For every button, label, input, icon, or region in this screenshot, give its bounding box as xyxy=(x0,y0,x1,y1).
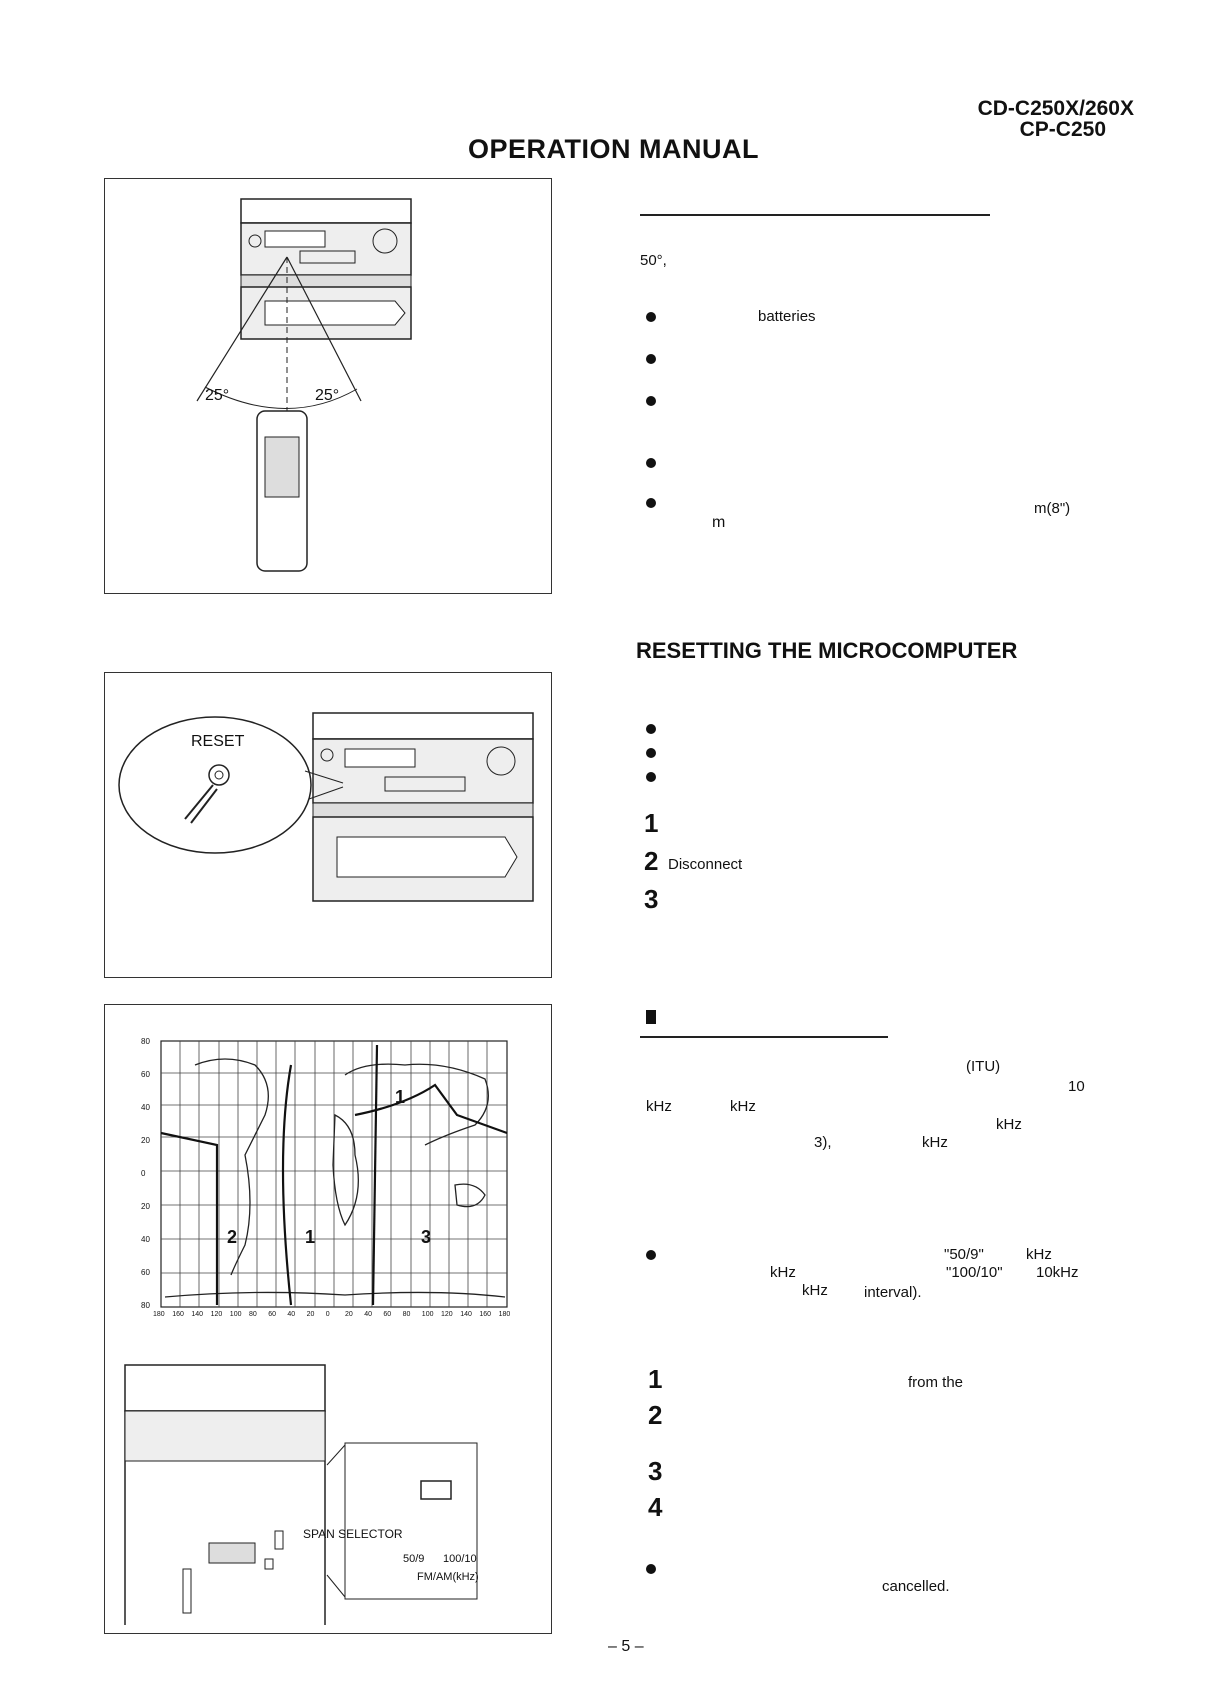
reset-step-number: 3 xyxy=(644,884,659,914)
map-latitude-label: 40 xyxy=(141,1103,150,1112)
cancelled-text: cancelled. xyxy=(882,1578,950,1595)
page-title: OPERATION MANUAL xyxy=(468,134,759,164)
map-longitude-label: 160 xyxy=(172,1311,184,1318)
khz-text: kHz xyxy=(996,1116,1022,1133)
bullet xyxy=(646,458,656,468)
span-selector-unit: FM/AM(kHz) xyxy=(417,1571,479,1583)
map-longitude-label: 40 xyxy=(287,1311,296,1318)
khz-text: kHz xyxy=(922,1134,948,1151)
model-number-secondary: CP-C250 xyxy=(1019,118,1106,141)
map-longitude-label: 40 xyxy=(364,1311,372,1318)
reset-step-number: 1 xyxy=(644,808,659,838)
bullet xyxy=(646,396,656,406)
from-the-text: from the xyxy=(908,1374,964,1391)
map-latitude-label: 20 xyxy=(141,1202,150,1211)
reset-illustration xyxy=(118,712,534,902)
map-longitude-label: 160 xyxy=(479,1311,492,1318)
map-longitude-label: 140 xyxy=(460,1311,472,1318)
map-latitude-label: 60 xyxy=(141,1070,150,1079)
map-longitude-label: 20 xyxy=(306,1311,315,1318)
disconnect-text: Disconnect xyxy=(668,856,743,873)
rear-panel-illustration xyxy=(124,1364,478,1625)
map-zone-label: 2 xyxy=(227,1227,238,1247)
span-100-10-text: "100/10" xyxy=(946,1264,1003,1281)
span-step-number: 2 xyxy=(648,1400,663,1430)
map-latitude-label: 80 xyxy=(141,1301,150,1310)
angle-left-label: 25° xyxy=(205,387,230,404)
section-rule-remote xyxy=(640,214,990,216)
model-number-primary: CD-C250X/260X xyxy=(977,97,1134,120)
khz-text: kHz xyxy=(730,1098,756,1115)
khz-text: kHz xyxy=(770,1264,796,1281)
bullet xyxy=(646,354,656,364)
map-longitude-label: 100 xyxy=(421,1311,434,1318)
map-longitude-label: 100 xyxy=(229,1311,242,1318)
khz-text: kHz xyxy=(1026,1246,1052,1263)
distance-text: m(8") xyxy=(1034,500,1071,517)
bullet xyxy=(646,498,656,508)
map-zone-label: 1 xyxy=(305,1227,316,1247)
map-latitude-label: 20 xyxy=(141,1136,150,1145)
map-longitude-label: 120 xyxy=(441,1311,453,1318)
itu-text: (ITU) xyxy=(966,1058,1001,1075)
angle-text: 50°, xyxy=(640,252,667,269)
map-longitude-label: 60 xyxy=(383,1311,392,1318)
map-latitude-label: 40 xyxy=(141,1235,150,1244)
unit-m-text: m xyxy=(712,514,726,531)
bullet xyxy=(646,312,656,322)
span-50-9-text: "50/9" xyxy=(944,1246,984,1263)
bullet xyxy=(646,724,656,734)
remote-angle-figure: 25° 25° xyxy=(104,178,552,594)
remote-angle-illustration xyxy=(196,198,412,572)
khz-10-text: 10kHz xyxy=(1036,1264,1079,1281)
span-step-number: 3 xyxy=(648,1456,663,1486)
reset-figure: RESET xyxy=(104,672,552,978)
map-longitude-label: 20 xyxy=(345,1311,353,1318)
map-longitude-label: 80 xyxy=(249,1311,257,1318)
bullet xyxy=(646,772,656,782)
section-marker-square xyxy=(646,1010,656,1024)
span-position-50-9: 50/9 xyxy=(403,1553,425,1565)
map-longitude-label: 180 xyxy=(153,1311,165,1318)
map-latitude-label: 60 xyxy=(141,1268,150,1277)
map-longitude-label: 140 xyxy=(191,1311,204,1318)
region-3-text: 3), xyxy=(814,1134,832,1151)
map-latitude-label: 80 xyxy=(141,1037,150,1046)
span-step-number: 1 xyxy=(648,1364,663,1394)
reset-step-number: 2 xyxy=(644,846,659,876)
map-zone-label: 3 xyxy=(421,1227,432,1247)
reset-heading: RESETTING THE MICROCOMPUTER xyxy=(636,638,1018,663)
khz-text: kHz xyxy=(802,1282,828,1299)
span-selector-label: SPAN SELECTOR xyxy=(303,1527,403,1541)
span-step-number: 4 xyxy=(648,1492,663,1522)
khz-text: kHz xyxy=(646,1098,672,1115)
span-position-100-10: 100/10 xyxy=(443,1553,477,1565)
map-longitude-label: 80 xyxy=(402,1311,411,1318)
angle-right-label: 25° xyxy=(315,387,340,404)
map-latitude-label: 0 xyxy=(141,1169,146,1178)
span-figure: 1 2 1 3 80 60 40 20 0 20 40 60 80 180 160 140 120 10… xyxy=(104,1004,552,1634)
bullet xyxy=(646,1250,656,1260)
map-longitude-label: 180 xyxy=(498,1311,511,1318)
map-longitude-label: 0 xyxy=(325,1311,330,1318)
map-longitude-label: 60 xyxy=(268,1311,276,1318)
interval-text: interval). xyxy=(864,1284,922,1301)
map-zone-label: 1 xyxy=(395,1087,406,1107)
bullet xyxy=(646,748,656,758)
world-map-illustration xyxy=(160,1040,508,1308)
batteries-text: batteries xyxy=(758,308,816,325)
spacing-10: 10 xyxy=(1068,1078,1085,1095)
page-number: – 5 – xyxy=(608,1638,644,1655)
section-rule-span xyxy=(640,1036,888,1038)
reset-label: RESET xyxy=(191,733,245,750)
bullet xyxy=(646,1564,656,1574)
map-longitude-label: 120 xyxy=(210,1311,223,1318)
